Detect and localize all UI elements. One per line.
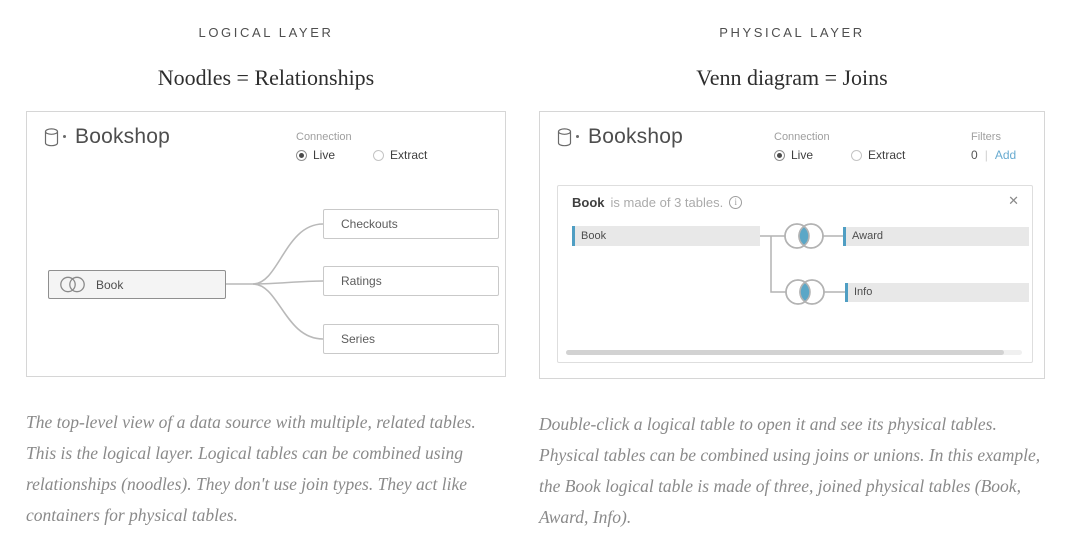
- radio-live[interactable]: Live: [774, 148, 813, 162]
- radio-extract-label: Extract: [868, 148, 906, 162]
- connection-label: Connection: [296, 131, 352, 143]
- datasource-menu-dot-icon: [576, 135, 579, 138]
- physical-layer-screenshot: Bookshop Connection Live Extract Filters: [539, 111, 1045, 379]
- radio-live[interactable]: Live: [296, 148, 335, 162]
- join-panel-table-name: Book: [572, 195, 605, 210]
- horizontal-scrollbar[interactable]: [566, 350, 1022, 355]
- physical-table-award-label: Award: [852, 230, 883, 242]
- logical-table-ratings-label: Ratings: [341, 274, 382, 288]
- database-icon: [557, 128, 572, 152]
- logical-table-checkouts[interactable]: Checkouts: [323, 209, 499, 239]
- datasource-menu-dot-icon: [63, 135, 66, 138]
- venn-join-icon[interactable]: [782, 275, 828, 314]
- connection-section: Connection Live Extract: [296, 131, 427, 162]
- physical-layer-heading: PHYSICAL LAYER: [719, 25, 865, 40]
- connection-label: Connection: [774, 131, 830, 143]
- venn-outline-icon: [60, 276, 85, 293]
- physical-table-info[interactable]: Info: [845, 283, 1029, 302]
- filters-add-link[interactable]: Add: [994, 148, 1017, 162]
- physical-layer-column: PHYSICAL LAYER Venn diagram = Joins Book…: [539, 25, 1045, 533]
- radio-live-icon[interactable]: [774, 149, 785, 161]
- logical-layer-heading: LOGICAL LAYER: [198, 25, 334, 40]
- physical-table-book-label: Book: [581, 230, 607, 242]
- filters-divider: |: [984, 148, 988, 162]
- venn-join-icon[interactable]: [781, 219, 827, 258]
- radio-extract[interactable]: Extract: [851, 148, 905, 162]
- logical-table-series-label: Series: [341, 332, 376, 346]
- radio-extract[interactable]: Extract: [373, 148, 427, 162]
- logical-table-series[interactable]: Series: [323, 324, 499, 354]
- logical-table-book-label: Book: [96, 277, 124, 292]
- logical-table-ratings[interactable]: Ratings: [323, 266, 499, 296]
- database-icon: [44, 128, 59, 152]
- logical-layer-screenshot: Bookshop Connection Live Extract: [26, 111, 506, 377]
- radio-extract-icon[interactable]: [851, 149, 863, 161]
- logical-table-checkouts-label: Checkouts: [341, 217, 398, 231]
- datasource-name: Bookshop: [588, 125, 684, 148]
- info-icon[interactable]: i: [729, 196, 743, 209]
- scrollbar-thumb[interactable]: [566, 350, 1004, 355]
- comparison-figure: LOGICAL LAYER Noodles = Relationships Bo…: [26, 25, 1045, 533]
- filters-section: Filters 0 | Add: [971, 131, 1016, 162]
- logical-layer-title: Noodles = Relationships: [157, 65, 375, 90]
- radio-extract-label: Extract: [390, 148, 428, 162]
- radio-live-label: Live: [313, 148, 336, 162]
- physical-join-panel: Book is made of 3 tables. i ✕ Book: [557, 185, 1033, 363]
- logical-layer-caption: The top-level view of a data source with…: [26, 412, 476, 525]
- physical-table-book[interactable]: Book: [572, 226, 760, 246]
- connection-radio-group: Live Extract: [774, 148, 905, 162]
- close-icon[interactable]: ✕: [1008, 193, 1019, 208]
- logical-table-book[interactable]: Book: [48, 270, 226, 299]
- connection-radio-group: Live Extract: [296, 148, 427, 162]
- connection-section: Connection Live Extract: [774, 131, 905, 162]
- join-panel-title: Book is made of 3 tables. i: [572, 195, 743, 210]
- filters-count: 0: [971, 148, 978, 162]
- radio-live-label: Live: [791, 148, 814, 162]
- physical-layer-caption: Double-click a logical table to open it …: [539, 414, 1041, 527]
- physical-layer-title: Venn diagram = Joins: [696, 65, 888, 90]
- radio-live-icon[interactable]: [296, 149, 307, 161]
- radio-extract-icon[interactable]: [373, 149, 385, 161]
- logical-layer-column: LOGICAL LAYER Noodles = Relationships Bo…: [26, 25, 506, 533]
- filters-label: Filters: [971, 131, 1001, 143]
- physical-table-award[interactable]: Award: [843, 227, 1029, 246]
- datasource-name: Bookshop: [75, 125, 171, 148]
- physical-table-info-label: Info: [854, 286, 873, 298]
- join-panel-subtitle: is made of 3 tables.: [610, 195, 724, 210]
